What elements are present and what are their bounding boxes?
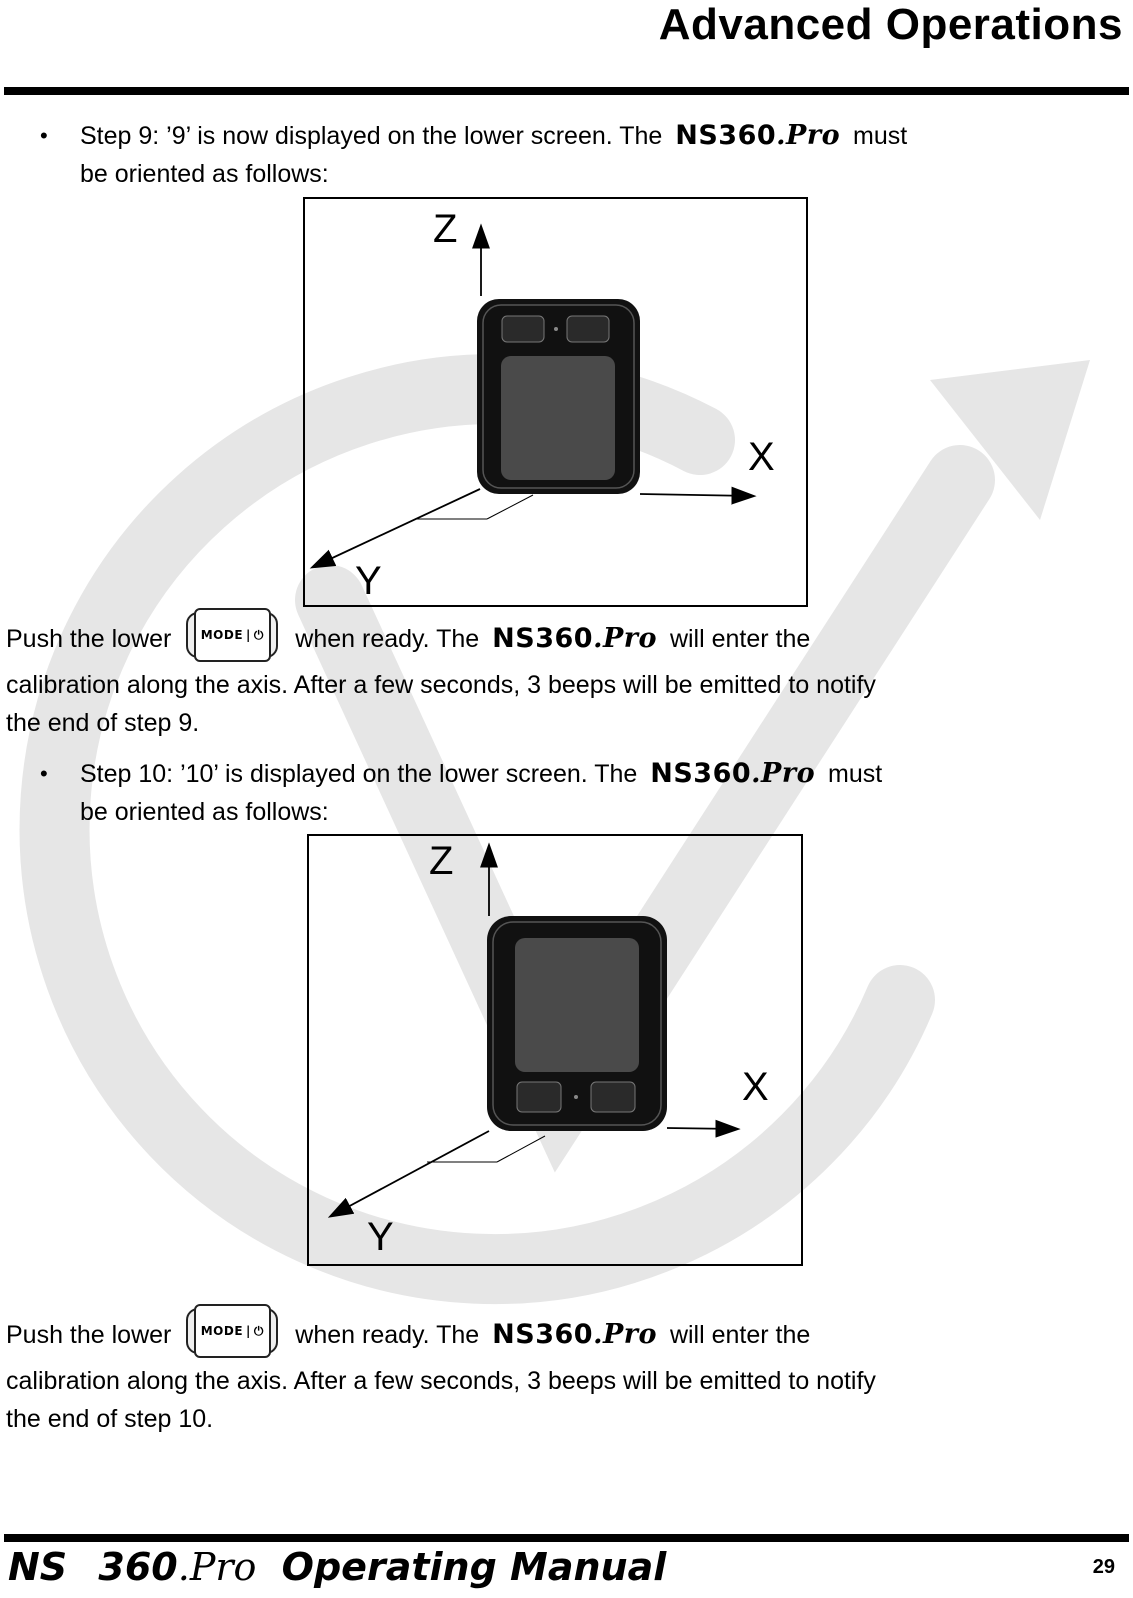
orientation-figure-step9: Z X Y bbox=[303, 197, 808, 607]
step10-bullet: • Step 10: ’10’ is displayed on the lowe… bbox=[40, 755, 1120, 831]
step9-push-line: Push the lower MODE|⏻ when ready. The NS… bbox=[6, 608, 1116, 663]
footer-product-suffix: .Pro bbox=[177, 1545, 257, 1589]
page-title: Advanced Operations bbox=[658, 0, 1123, 49]
axis-z-label: Z bbox=[433, 207, 457, 251]
axis-y-label: Y bbox=[367, 1215, 394, 1259]
step10-paragraph: Push the lower MODE|⏻ when ready. The NS… bbox=[6, 1304, 1116, 1438]
device-screen-up-icon bbox=[477, 299, 640, 494]
axis-x-label: X bbox=[742, 1065, 769, 1109]
step9-paragraph: Push the lower MODE|⏻ when ready. The NS… bbox=[6, 608, 1116, 742]
step9-line2: be oriented as follows: bbox=[80, 160, 329, 188]
step10-line1: Step 10: ’10’ is displayed on the lower … bbox=[80, 755, 1120, 793]
step9-text-after: must bbox=[853, 122, 908, 150]
step10-para-line2: calibration along the axis. After a few … bbox=[6, 1367, 876, 1395]
axis-x-label: X bbox=[748, 435, 775, 479]
brand-logo: NS360.Pro bbox=[492, 623, 657, 654]
header-rule bbox=[4, 87, 1129, 95]
axis-y-label: Y bbox=[355, 559, 382, 603]
step9-para-line2: calibration along the axis. After a few … bbox=[6, 671, 876, 699]
mode-power-key-icon: MODE|⏻ bbox=[186, 1304, 279, 1359]
step10-line2: be oriented as follows: bbox=[80, 798, 329, 826]
step10-text-before: Step 10: ’10’ is displayed on the lower … bbox=[80, 760, 638, 788]
device-screen-down-icon bbox=[487, 916, 667, 1131]
step10-push-line: Push the lower MODE|⏻ when ready. The NS… bbox=[6, 1304, 1116, 1359]
axis-z-label: Z bbox=[429, 839, 453, 883]
footer-product-title: NS 360.Pro Operating Manual bbox=[8, 1545, 666, 1589]
step9-line1: Step 9: ’9’ is now displayed on the lowe… bbox=[80, 117, 1120, 155]
mode-power-key-icon: MODE|⏻ bbox=[186, 608, 279, 663]
brand-logo: NS360.Pro bbox=[492, 1319, 657, 1350]
bullet-dot: • bbox=[40, 761, 48, 786]
step10-text-after: must bbox=[828, 760, 883, 788]
brand-logo: NS360.Pro bbox=[675, 120, 841, 151]
page-number: 29 bbox=[1092, 1556, 1115, 1578]
step10-para-line3: the end of step 10. bbox=[6, 1405, 214, 1433]
brand-logo: NS360.Pro bbox=[650, 758, 816, 789]
footer-product-model: 360 bbox=[98, 1545, 178, 1589]
footer-manual-label: Operating Manual bbox=[281, 1545, 667, 1589]
step9-bullet: • Step 9: ’9’ is now displayed on the lo… bbox=[40, 117, 1120, 193]
step9-text-before: Step 9: ’9’ is now displayed on the lowe… bbox=[80, 122, 663, 150]
step9-para-line3: the end of step 9. bbox=[6, 709, 200, 737]
bullet-dot: • bbox=[40, 123, 48, 148]
footer-rule bbox=[4, 1534, 1129, 1542]
orientation-figure-step10: Z X Y bbox=[307, 834, 803, 1266]
footer-product-ns: NS bbox=[8, 1545, 68, 1589]
